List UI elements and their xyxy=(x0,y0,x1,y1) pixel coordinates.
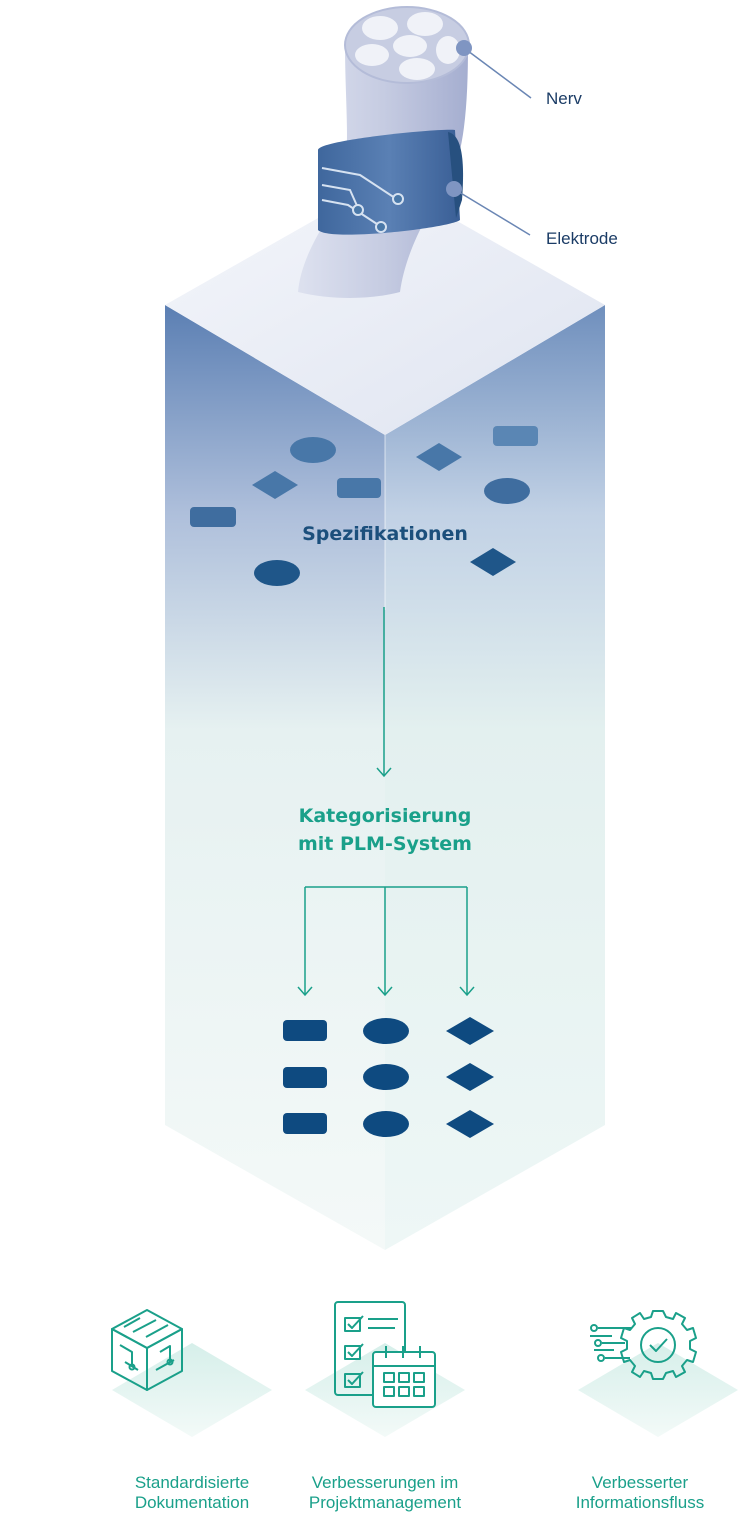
benefit-caption-line1: Standardisierte xyxy=(134,1473,250,1492)
shape-diamond xyxy=(470,548,516,576)
shape-rect xyxy=(493,426,538,446)
shape-rect xyxy=(190,507,236,527)
sorted-diamond xyxy=(446,1063,494,1091)
gear-check-icon xyxy=(590,1310,697,1380)
nerve-illustration xyxy=(298,6,470,298)
shape-ellipse xyxy=(254,560,300,586)
electrode-band xyxy=(318,129,460,235)
categorization-label-line2: mit PLM-System xyxy=(298,833,472,855)
sorted-rect xyxy=(283,1113,327,1134)
sorted-diamond xyxy=(446,1017,494,1045)
shape-ellipse xyxy=(484,478,530,504)
benefit-tile-documentation xyxy=(111,1309,272,1437)
nerve-fascicles xyxy=(355,12,460,80)
shape-rect xyxy=(337,478,381,498)
callout-dot xyxy=(446,181,462,197)
sorted-ellipse xyxy=(363,1064,409,1090)
benefit-caption-project-management: Verbesserungen im Projektmanagement xyxy=(275,1473,495,1513)
sorted-ellipse xyxy=(363,1018,409,1044)
benefit-caption-information-flow: Verbesserter Informationsfluss xyxy=(530,1473,750,1513)
checklist-calendar-icon xyxy=(334,1301,436,1408)
circuit-cube-icon xyxy=(111,1309,183,1391)
sorted-diamond xyxy=(446,1110,494,1138)
specifications-label: Spezifikationen xyxy=(302,523,468,545)
benefit-tile-project-management xyxy=(305,1301,465,1437)
benefit-tile-information-flow xyxy=(578,1310,738,1437)
benefit-caption-line2: Dokumentation xyxy=(134,1493,250,1512)
isometric-column xyxy=(165,180,605,1250)
flow-arrows-branch xyxy=(297,886,475,997)
scattered-shapes xyxy=(190,426,538,586)
benefit-caption-line1: Verbesserter xyxy=(591,1473,689,1492)
callout-nerve: Nerv xyxy=(456,40,582,108)
shape-diamond xyxy=(252,471,298,499)
sorted-shapes xyxy=(283,1017,494,1138)
benefit-caption-documentation: Standardisierte Dokumentation xyxy=(82,1473,302,1513)
shape-ellipse xyxy=(290,437,336,463)
benefit-caption-line2: Informationsfluss xyxy=(575,1493,705,1512)
sorted-rect xyxy=(283,1020,327,1041)
benefit-caption-line2: Projektmanagement xyxy=(308,1493,462,1512)
electrode-traces xyxy=(321,167,404,233)
sorted-ellipse xyxy=(363,1111,409,1137)
benefit-caption-line1: Verbesserungen im xyxy=(311,1473,459,1492)
callout-nerve-label: Nerv xyxy=(546,89,582,108)
callout-electrode-label: Elektrode xyxy=(546,229,618,248)
sorted-rect xyxy=(283,1067,327,1088)
column-top-face xyxy=(165,180,605,435)
flow-arrow-down xyxy=(376,607,392,778)
categorization-label-line1: Kategorisierung xyxy=(299,805,472,827)
electrode-back xyxy=(448,132,464,218)
shape-diamond xyxy=(416,443,462,471)
column-right-face xyxy=(385,305,605,1250)
callout-electrode: Elektrode xyxy=(446,181,618,248)
callout-dot xyxy=(456,40,472,56)
column-left-face xyxy=(165,305,385,1250)
